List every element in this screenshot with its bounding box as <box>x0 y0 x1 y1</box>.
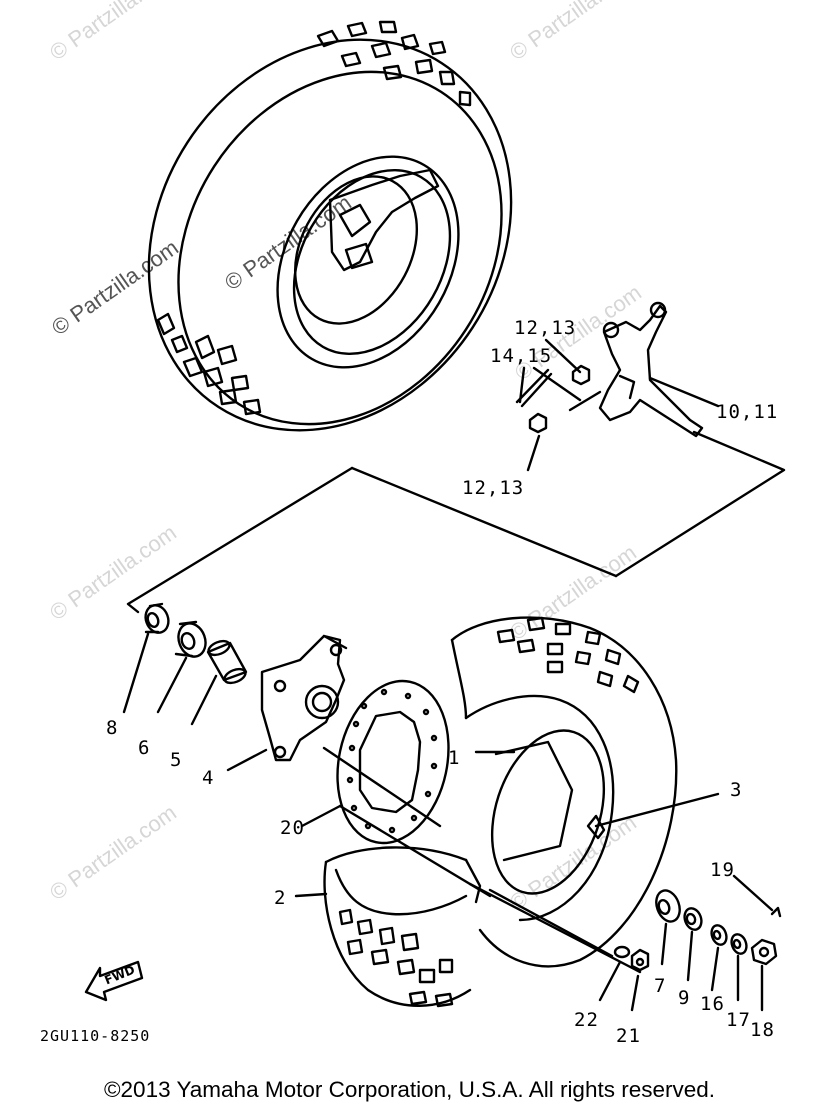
callout-19: 19 <box>710 859 735 881</box>
callout-9: 9 <box>678 987 691 1009</box>
callout-8: 8 <box>106 717 119 739</box>
callout-6: 6 <box>138 737 151 759</box>
callout-17: 17 <box>726 1009 751 1031</box>
callout-18: 18 <box>750 1019 775 1041</box>
callout-22: 22 <box>574 1009 599 1031</box>
wheel-nut-illustration <box>630 948 650 972</box>
wheel-hub-illustration <box>260 634 348 762</box>
cotter-pin-illustration <box>770 906 782 918</box>
parts-diagram <box>84 20 786 1012</box>
spacer-illustration <box>206 639 248 685</box>
collar-illustration <box>710 924 728 946</box>
split-tire-rim-illustration <box>323 616 678 1008</box>
callout-4: 4 <box>202 767 215 789</box>
callout-14-15: 14,15 <box>490 345 553 367</box>
callout-2: 2 <box>274 887 287 909</box>
washer-illustration-2 <box>730 933 748 955</box>
assembled-wheel-illustration <box>147 20 513 432</box>
fwd-arrow-icon <box>84 960 144 1002</box>
bearing-illustration-right <box>655 889 681 923</box>
washer-illustration <box>683 907 703 931</box>
copyright-notice: ©2013 Yamaha Motor Corporation, U.S.A. A… <box>103 1077 716 1102</box>
oil-seal-illustration <box>144 602 170 634</box>
callout-7: 7 <box>654 975 667 997</box>
axle-nut-illustration <box>750 938 778 966</box>
callout-20: 20 <box>280 817 305 839</box>
callout-5: 5 <box>170 749 183 771</box>
callout-12-13-top: 12,13 <box>514 317 577 339</box>
callout-10-11: 10,11 <box>716 401 779 423</box>
steering-knuckle-illustration <box>598 301 704 438</box>
drawing-code: 2GU110-8250 <box>40 1027 151 1045</box>
bearing-illustration <box>174 620 207 658</box>
callout-16: 16 <box>700 993 725 1015</box>
callout-21: 21 <box>616 1025 641 1047</box>
nut-and-cotter-pin-illustration <box>515 364 602 434</box>
callout-12-13-bottom: 12,13 <box>462 477 525 499</box>
callout-1: 1 <box>448 747 461 769</box>
callout-3: 3 <box>730 779 743 801</box>
brake-disc-illustration <box>336 679 450 845</box>
lug-washer-illustration <box>613 945 631 959</box>
